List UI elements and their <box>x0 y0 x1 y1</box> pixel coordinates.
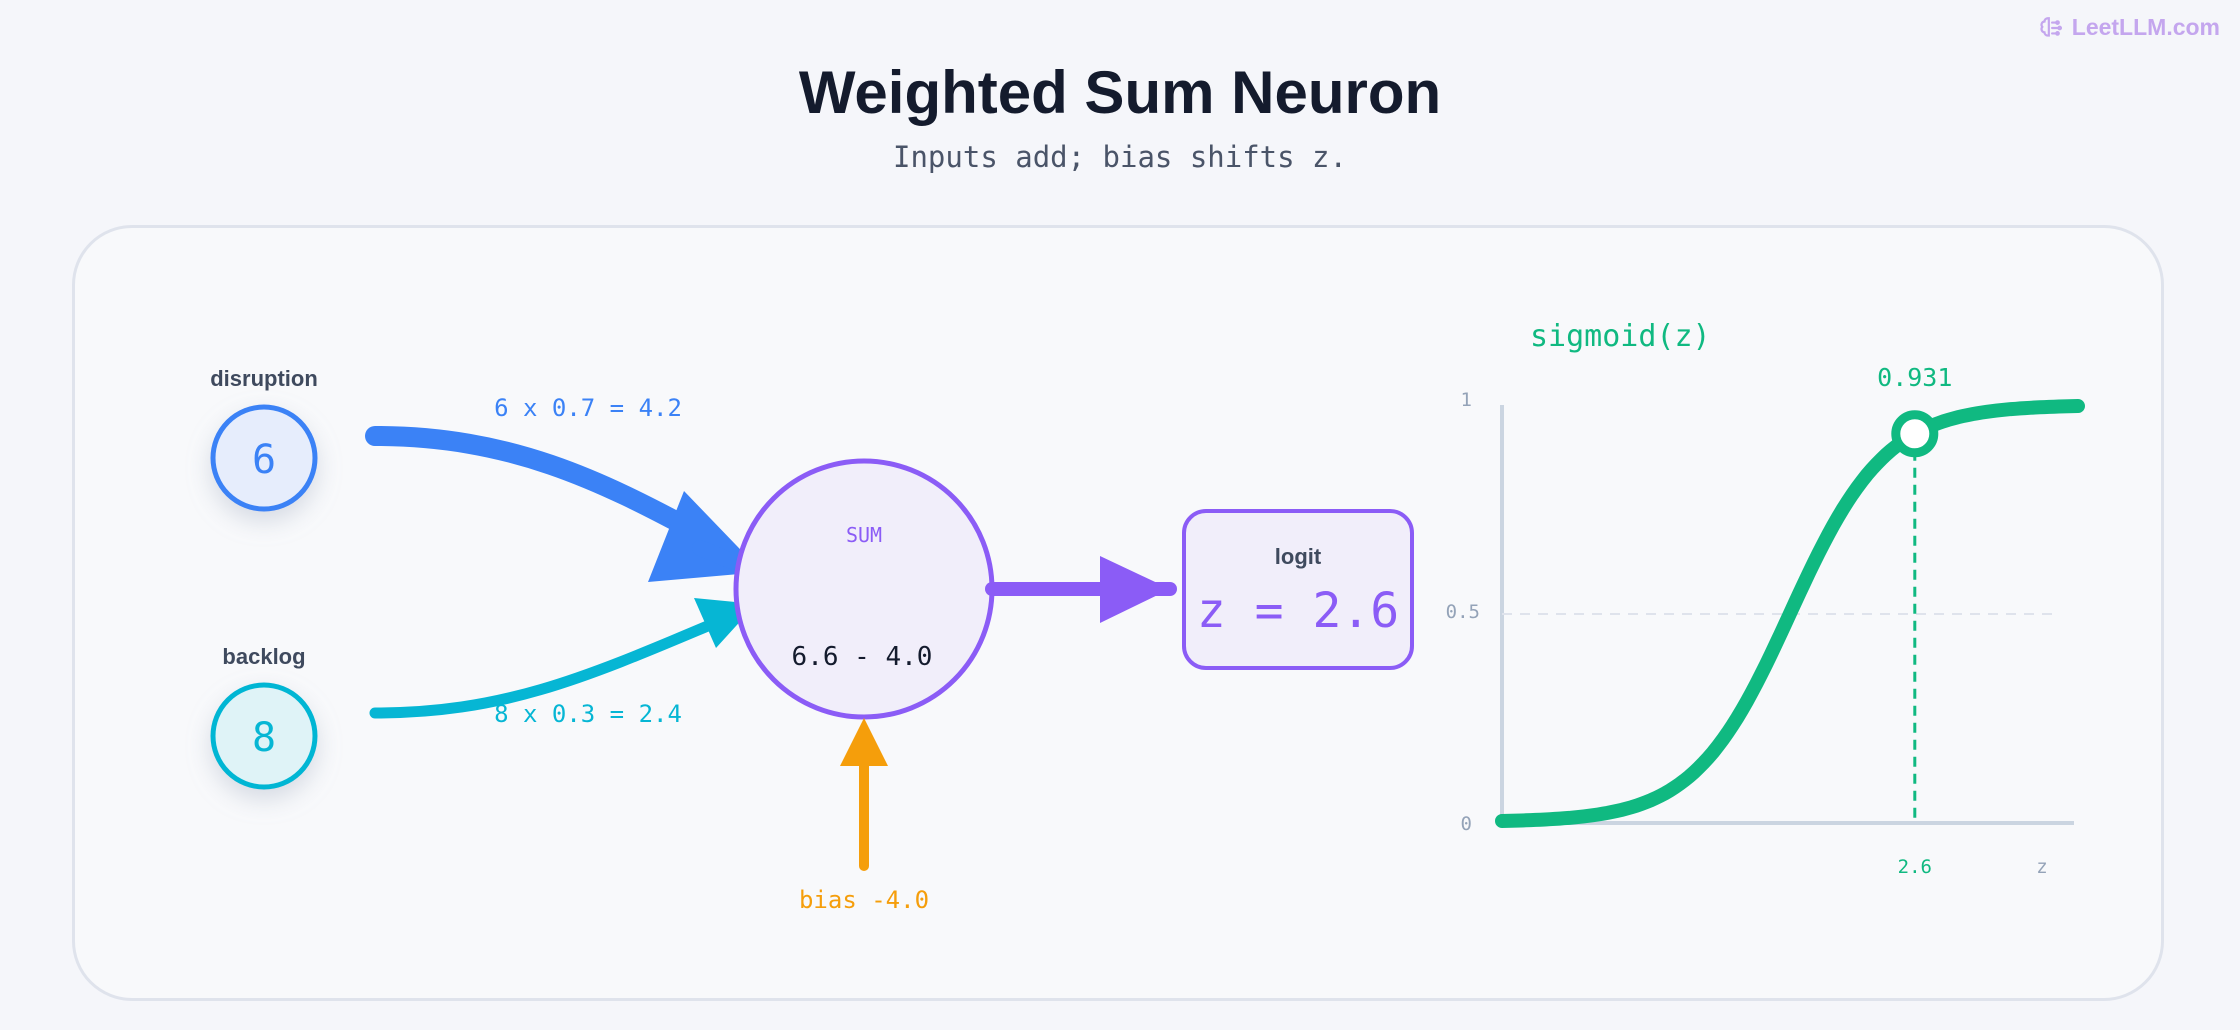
sum-expression: 6.6 - 4.0 <box>792 642 933 672</box>
chart-title: sigmoid(z) <box>1530 319 1711 354</box>
x-marker-label: 2.6 <box>1898 856 1932 878</box>
page-subtitle: Inputs add; bias shifts z. <box>893 140 1347 174</box>
brand[interactable]: LeetLLM.com <box>2038 14 2220 41</box>
logit-value: z = 2.6 <box>1197 583 1399 639</box>
sum-node[interactable] <box>733 458 995 720</box>
page-title: Weighted Sum Neuron <box>798 59 1442 126</box>
logit-box[interactable] <box>1182 509 1414 670</box>
sum-label: SUM <box>846 523 882 547</box>
y-tick-0: 0 <box>1461 813 1472 835</box>
sigmoid-point-marker[interactable] <box>1891 410 1939 458</box>
sigmoid-chart: sigmoid(z) 1 0.5 0 0.931 2.6 z <box>1446 319 2085 878</box>
equation-backlog: 8 x 0.3 = 2.4 <box>494 700 682 728</box>
input-value-disruption: 6 <box>252 437 276 483</box>
y-tick-0.5: 0.5 <box>1446 601 1480 623</box>
x-axis-label: z <box>2036 856 2047 878</box>
equation-disruption: 6 x 0.7 = 4.2 <box>494 394 682 422</box>
brand-name: LeetLLM.com <box>2071 14 2220 40</box>
input-node-backlog[interactable] <box>210 682 318 790</box>
edge-disruption-to-sum <box>365 426 710 544</box>
input-label-disruption: disruption <box>210 366 318 391</box>
input-value-backlog: 8 <box>252 715 276 761</box>
input-label-backlog: backlog <box>222 644 305 669</box>
edge-backlog-to-sum <box>369 619 716 719</box>
brain-icon <box>2040 16 2062 37</box>
sigmoid-curve <box>1495 399 2085 828</box>
arrowhead-sum-to-logit <box>1100 556 1170 623</box>
bias-arrowhead <box>840 718 888 766</box>
point-value-label: 0.931 <box>1877 363 1952 392</box>
input-node-disruption[interactable] <box>210 404 318 512</box>
y-tick-1: 1 <box>1461 389 1472 411</box>
bias-label: bias -4.0 <box>799 886 929 914</box>
logit-title: logit <box>1275 544 1322 569</box>
